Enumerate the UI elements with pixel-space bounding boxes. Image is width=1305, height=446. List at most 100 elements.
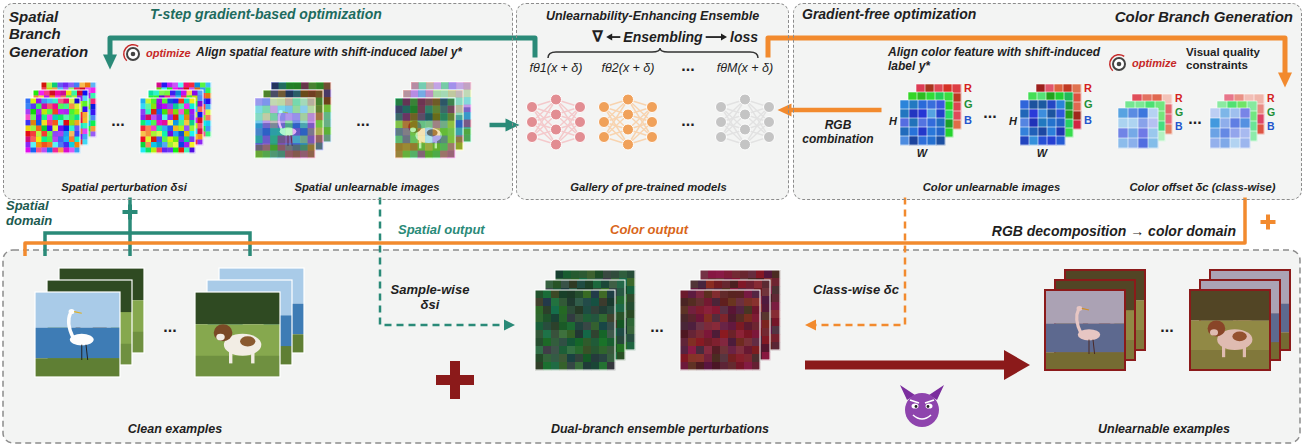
noise-stack bbox=[157, 148, 163, 154]
noise-stack bbox=[140, 104, 146, 110]
noise-stack bbox=[167, 121, 173, 127]
photo bbox=[35, 358, 120, 377]
noise-stack bbox=[151, 98, 157, 104]
image-stack bbox=[308, 136, 316, 144]
image-stack bbox=[270, 136, 278, 144]
noise-stack bbox=[543, 306, 551, 314]
noise-stack bbox=[543, 322, 551, 330]
color-image-cube bbox=[1038, 136, 1047, 145]
noise-stack bbox=[157, 115, 163, 121]
noise-stack bbox=[31, 137, 37, 143]
noise-stack bbox=[198, 107, 204, 113]
noise-stack bbox=[569, 280, 577, 288]
image-stack bbox=[434, 82, 442, 90]
noise-stack bbox=[567, 346, 575, 354]
image-stack bbox=[271, 120, 279, 128]
image-stack bbox=[440, 143, 448, 151]
network-icon bbox=[599, 132, 610, 143]
noise-stack bbox=[162, 148, 168, 154]
noise-stack bbox=[151, 126, 157, 132]
noise-stack bbox=[74, 110, 80, 116]
image-stack bbox=[464, 112, 472, 120]
noise-stack bbox=[140, 115, 146, 121]
network-icon bbox=[551, 139, 562, 150]
noise-stack bbox=[173, 120, 179, 126]
image-stack bbox=[395, 143, 403, 151]
network-icon bbox=[764, 132, 775, 143]
image-stack bbox=[433, 120, 441, 128]
image-stack bbox=[308, 120, 316, 128]
photo bbox=[216, 334, 225, 341]
image-stack bbox=[433, 98, 441, 106]
noise-stack bbox=[75, 137, 81, 143]
color-image-cube bbox=[936, 127, 945, 136]
color-image-cube bbox=[1072, 84, 1081, 93]
image-stack bbox=[456, 112, 464, 120]
image-stack bbox=[255, 106, 263, 114]
noise-stack bbox=[607, 298, 615, 306]
noise-stack bbox=[140, 98, 146, 104]
image-stack bbox=[309, 97, 317, 105]
noise-stack bbox=[599, 330, 607, 338]
noise-stack bbox=[607, 362, 615, 370]
image-stack bbox=[448, 105, 456, 113]
image-stack bbox=[263, 105, 271, 113]
image-stack bbox=[255, 82, 331, 158]
noise-stack bbox=[168, 126, 174, 132]
noise-stack bbox=[167, 126, 173, 132]
noise-stack bbox=[156, 82, 162, 88]
image-stack bbox=[308, 106, 316, 114]
image-stack bbox=[316, 90, 324, 98]
image-stack bbox=[294, 90, 302, 98]
image-stack bbox=[324, 127, 332, 135]
noise-stack bbox=[179, 98, 185, 104]
noise-stack bbox=[66, 90, 72, 96]
image-stack bbox=[464, 82, 472, 90]
noise-stack bbox=[184, 99, 190, 105]
noise-stack bbox=[595, 270, 603, 278]
noise-stack bbox=[53, 115, 59, 121]
color-offset-cube bbox=[1220, 108, 1230, 118]
noise-stack bbox=[47, 109, 53, 115]
image-stack bbox=[403, 105, 411, 113]
noise-stack bbox=[700, 270, 708, 278]
noise-stack bbox=[47, 115, 53, 121]
image-stack bbox=[418, 121, 426, 129]
photo bbox=[255, 98, 315, 158]
image-stack bbox=[448, 113, 456, 121]
photo bbox=[35, 292, 120, 377]
noise-stack bbox=[41, 126, 47, 132]
bottom-panel bbox=[3, 250, 1300, 443]
network-icon bbox=[527, 94, 586, 150]
photo bbox=[263, 90, 323, 150]
image-stack bbox=[316, 112, 324, 120]
color-offset-cube bbox=[1257, 101, 1258, 141]
noise-stack bbox=[190, 115, 196, 121]
color-image-cube bbox=[900, 145, 945, 146]
image-stack bbox=[433, 128, 441, 136]
noise-stack bbox=[53, 142, 59, 148]
image-stack bbox=[456, 128, 464, 136]
color-image-cube bbox=[936, 136, 945, 145]
noise-stack bbox=[25, 142, 31, 148]
noise-stack bbox=[162, 131, 168, 137]
photo bbox=[82, 345, 88, 360]
color-offset-cube bbox=[1220, 138, 1230, 148]
noise-stack bbox=[551, 346, 559, 354]
color-image-cube bbox=[1081, 84, 1082, 129]
image-stack bbox=[440, 113, 448, 121]
photo bbox=[35, 292, 120, 377]
noise-stack bbox=[58, 99, 64, 105]
image-stack bbox=[278, 128, 286, 136]
image-stack bbox=[263, 151, 271, 159]
noise-stack bbox=[64, 98, 70, 104]
color-image-cube bbox=[900, 136, 945, 137]
image-stack bbox=[285, 98, 293, 106]
color-offset-cube bbox=[1264, 94, 1265, 134]
noise-stack bbox=[585, 280, 593, 288]
noise-stack bbox=[591, 298, 599, 306]
image-stack bbox=[293, 98, 301, 106]
noise-stack bbox=[53, 131, 59, 137]
image-stack bbox=[448, 128, 456, 136]
noise-stack bbox=[535, 322, 543, 330]
